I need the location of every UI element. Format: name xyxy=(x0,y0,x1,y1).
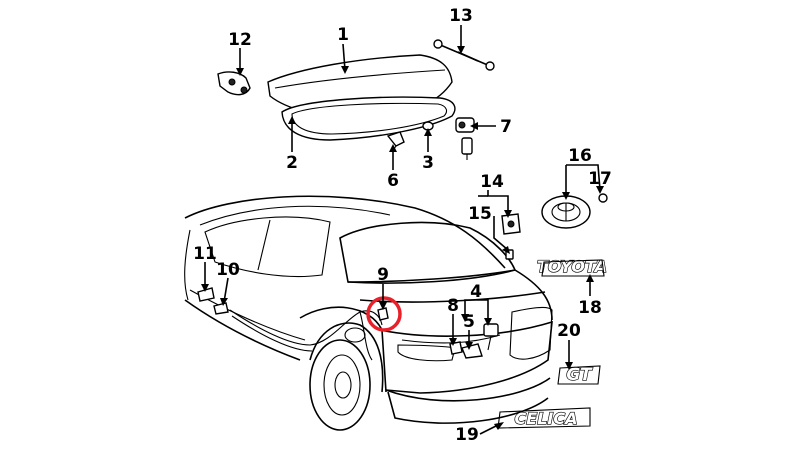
callout-15: 15 xyxy=(468,204,492,224)
lock-assembly-4 xyxy=(483,323,499,351)
handle-11 xyxy=(197,287,215,302)
callout-3: 3 xyxy=(422,153,434,173)
striker-5 xyxy=(461,343,483,359)
callout-5: 5 xyxy=(463,312,475,332)
badge-celica: CELICA xyxy=(515,409,578,428)
highlight-circle xyxy=(366,296,402,332)
cable-guide-10 xyxy=(213,302,229,315)
callout-2: 2 xyxy=(286,153,298,173)
release-cable xyxy=(229,309,383,361)
arrowheads xyxy=(201,46,604,430)
opener-8 xyxy=(449,341,463,355)
weatherstrip xyxy=(281,96,456,141)
callout-6: 6 xyxy=(387,171,399,191)
bumper-6 xyxy=(386,131,405,153)
lift-support xyxy=(433,39,495,71)
callout-17: 17 xyxy=(588,169,612,189)
badge-gt: GT xyxy=(566,365,593,385)
callout-7: 7 xyxy=(500,117,512,137)
callout-10: 10 xyxy=(216,260,240,280)
callout-16: 16 xyxy=(568,146,592,166)
callout-18: 18 xyxy=(578,298,602,318)
callout-numbers: 1 2 3 4 5 6 7 8 9 10 11 12 13 14 15 16 1… xyxy=(193,6,612,445)
callout-9: 9 xyxy=(377,265,389,285)
callout-8: 8 xyxy=(447,296,459,316)
car-body xyxy=(184,195,553,431)
callout-4: 4 xyxy=(470,282,482,302)
callout-14: 14 xyxy=(480,172,504,192)
toyota-emblem xyxy=(541,195,591,229)
callout-19: 19 xyxy=(455,425,479,445)
callout-13: 13 xyxy=(449,6,473,26)
clip-17 xyxy=(598,193,608,203)
callout-1: 1 xyxy=(337,25,349,45)
lock-cylinder-7 xyxy=(455,117,475,160)
callout-12: 12 xyxy=(228,30,252,50)
callout-11: 11 xyxy=(193,244,217,264)
hinge xyxy=(217,71,251,96)
callout-20: 20 xyxy=(557,321,581,341)
latch-14 xyxy=(501,213,521,235)
